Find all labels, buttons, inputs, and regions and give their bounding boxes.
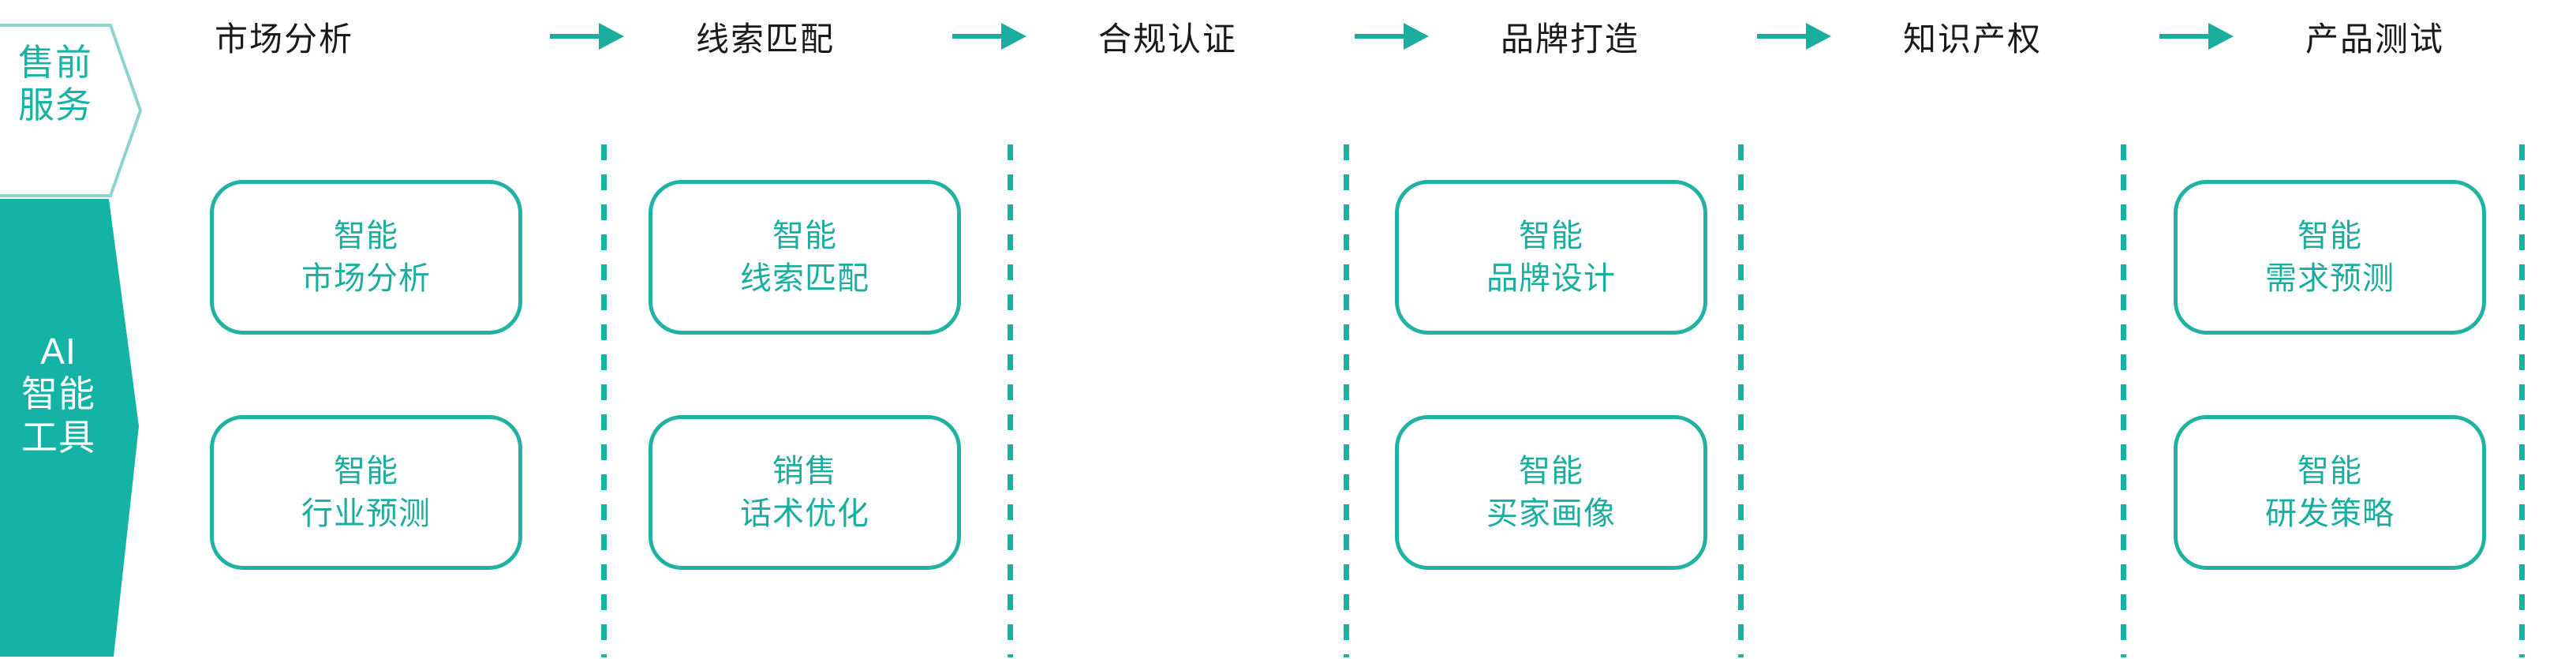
stage-label: 知识产权 <box>1902 20 2042 58</box>
left-rail: 售前 服务 AI 智能 工具 <box>0 0 158 659</box>
arrow-right-icon-3 <box>1353 0 1432 73</box>
tool-card-smart-brand-design[interactable]: 智能 品牌设计 <box>1395 180 1707 335</box>
column-divider-3 <box>1344 144 1349 657</box>
column-divider-6 <box>2519 144 2525 657</box>
tool-card-smart-demand-forecast[interactable]: 智能 需求预测 <box>2174 180 2486 335</box>
card-line-2: 品牌设计 <box>1486 261 1616 296</box>
card-line-2: 需求预测 <box>2265 261 2395 296</box>
rail-shapes <box>0 24 143 657</box>
stage-label: 品牌打造 <box>1500 20 1639 58</box>
card-line-2: 行业预测 <box>301 496 431 531</box>
stage-header-row: 市场分析 线索匹配 合规认证 品牌打造 知识产权 产品测试 <box>158 0 2576 73</box>
tool-card-smart-industry-forecast[interactable]: 智能 行业预测 <box>210 415 522 570</box>
tool-card-smart-buyer-persona[interactable]: 智能 买家画像 <box>1395 415 1707 570</box>
card-line-2: 话术优化 <box>740 496 869 531</box>
card-line-2: 买家画像 <box>1486 496 1616 531</box>
tool-card-smart-rd-strategy[interactable]: 智能 研发策略 <box>2174 415 2486 570</box>
arrow-right-icon-5 <box>2158 0 2237 73</box>
stage-header-product-testing[interactable]: 产品测试 <box>2249 0 2501 73</box>
stage-header-intellectual-property[interactable]: 知识产权 <box>1846 0 2099 73</box>
stage-label: 产品测试 <box>2305 20 2444 58</box>
presale-banner-shape <box>0 24 143 197</box>
column-divider-1 <box>601 144 607 657</box>
stage-label: 市场分析 <box>214 20 353 58</box>
column-divider-4 <box>1738 144 1744 657</box>
card-line-1: 智能 <box>334 219 398 253</box>
card-line-1: 智能 <box>334 454 398 489</box>
stage-label: 线索匹配 <box>695 20 835 58</box>
arrow-right-icon-4 <box>1755 0 1834 73</box>
arrow-right-icon-1 <box>548 0 627 73</box>
card-line-2: 研发策略 <box>2265 496 2395 531</box>
card-line-2: 线索匹配 <box>740 261 869 296</box>
stage-header-compliance-certification[interactable]: 合规认证 <box>1041 0 1294 73</box>
stage-label: 合规认证 <box>1097 20 1237 58</box>
card-line-1: 智能 <box>772 219 837 253</box>
stage-header-brand-building[interactable]: 品牌打造 <box>1444 0 1696 73</box>
card-line-1: 智能 <box>1519 219 1583 253</box>
card-line-1: 智能 <box>2297 454 2362 489</box>
arrow-right-icon-2 <box>951 0 1030 73</box>
tool-card-smart-lead-matching[interactable]: 智能 线索匹配 <box>649 180 961 335</box>
ai-tools-banner-shape <box>0 199 139 657</box>
column-divider-2 <box>1008 144 1013 657</box>
card-line-1: 智能 <box>2297 219 2362 253</box>
tool-card-sales-script-optimization[interactable]: 销售 话术优化 <box>649 415 961 570</box>
stage-header-market-analysis[interactable]: 市场分析 <box>158 0 410 73</box>
card-line-2: 市场分析 <box>301 261 431 296</box>
card-line-1: 智能 <box>1519 454 1583 489</box>
column-divider-5 <box>2121 144 2126 657</box>
tool-card-smart-market-analysis[interactable]: 智能 市场分析 <box>210 180 522 335</box>
stage-header-lead-matching[interactable]: 线索匹配 <box>639 0 892 73</box>
card-line-1: 销售 <box>772 454 837 489</box>
